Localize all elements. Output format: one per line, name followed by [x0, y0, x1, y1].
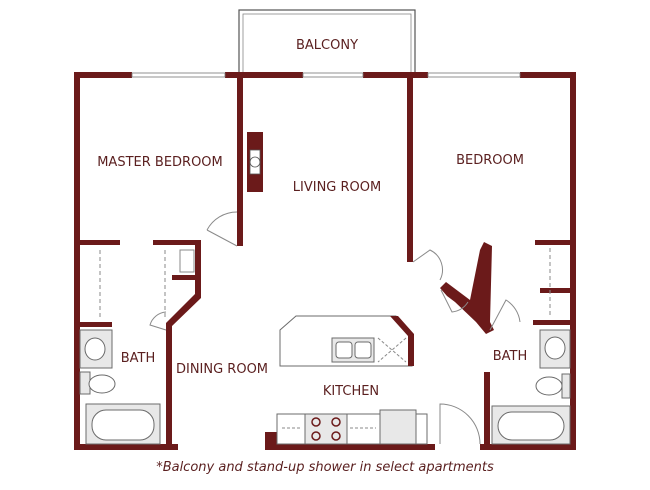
living-room-label: LIVING ROOM: [293, 180, 381, 195]
dining-room-label: DINING ROOM: [176, 362, 268, 377]
interior-walls: [80, 78, 570, 444]
bath-left-label: BATH: [121, 351, 156, 366]
left-bath-fixtures: [79, 329, 161, 445]
kitchen-counter: [276, 409, 428, 445]
balcony-area: [238, 9, 416, 76]
balcony-label: BALCONY: [296, 38, 358, 53]
bath-right-label: BATH: [493, 349, 528, 364]
closets: [99, 248, 551, 318]
windows: [131, 72, 521, 78]
kitchen-island: [279, 315, 414, 367]
kitchen-label: KITCHEN: [323, 384, 379, 399]
bedroom-label: BEDROOM: [456, 153, 524, 168]
footnote: *Balcony and stand-up shower in select a…: [156, 460, 494, 475]
right-bath-fixtures: [491, 329, 571, 445]
exterior-walls: [74, 72, 576, 450]
doors: [149, 211, 521, 445]
master-bedroom-label: MASTER BEDROOM: [97, 155, 223, 170]
